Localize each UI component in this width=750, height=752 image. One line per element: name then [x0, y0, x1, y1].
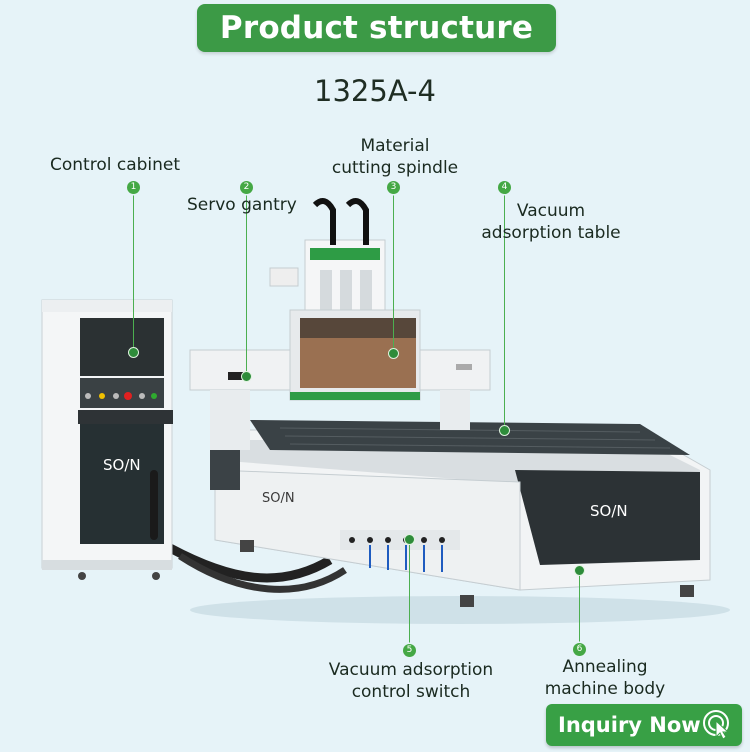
callout-end-3	[388, 348, 399, 359]
side-logo: SO/N	[262, 491, 295, 506]
label-cutting-spindle: Material cutting spindle	[300, 135, 490, 179]
label-machine-body-line1: Annealing	[562, 657, 648, 677]
label-cutting-spindle-line1: Material	[360, 136, 430, 156]
callout-end-6	[574, 565, 585, 576]
cabinet-logo: SO/N	[103, 456, 141, 474]
callout-line-5	[409, 540, 410, 646]
callout-badge-6: 6	[573, 643, 586, 656]
title-banner: Product structure	[197, 4, 556, 52]
label-vacuum-switch: Vacuum adsorption control switch	[310, 659, 512, 703]
label-vacuum-switch-line2: control switch	[351, 682, 471, 702]
label-machine-body-line2: machine body	[544, 679, 666, 699]
page-title: Product structure	[219, 10, 534, 46]
label-vacuum-table-line1: Vacuum	[516, 201, 586, 221]
label-vacuum-switch-line1: Vacuum adsorption	[328, 660, 494, 680]
label-cutting-spindle-line2: cutting spindle	[331, 158, 459, 178]
control-cabinet: SO/N	[41, 299, 173, 580]
model-name: 1325A-4	[314, 74, 436, 108]
label-machine-body: Annealing machine body	[530, 656, 680, 700]
callout-line-1	[133, 194, 134, 352]
callout-end-1	[128, 347, 139, 358]
label-servo-gantry: Servo gantry	[187, 195, 297, 215]
label-vacuum-table: Vacuum adsorption table	[464, 200, 638, 244]
pointer-click-icon	[703, 710, 730, 740]
inquiry-now-label: Inquiry Now	[558, 713, 701, 737]
callout-badge-3: 3	[387, 181, 400, 194]
callout-badge-1: 1	[127, 181, 140, 194]
callout-end-2	[241, 371, 252, 382]
callout-badge-5: 5	[403, 644, 416, 657]
callout-line-3	[393, 193, 394, 353]
callout-badge-2: 2	[240, 181, 253, 194]
callout-end-5	[404, 534, 415, 545]
machine-body: SO/N SO/N	[210, 420, 711, 607]
callout-line-6	[579, 570, 580, 648]
label-vacuum-table-line2: adsorption table	[481, 223, 621, 243]
spindle-head	[269, 198, 421, 401]
callout-line-4	[504, 194, 505, 430]
callout-line-2	[246, 193, 247, 373]
inquiry-now-button[interactable]: Inquiry Now	[546, 704, 742, 746]
callout-badge-4: 4	[498, 181, 511, 194]
label-control-cabinet: Control cabinet	[50, 155, 181, 175]
callout-end-4	[499, 425, 510, 436]
body-logo: SO/N	[590, 502, 628, 520]
